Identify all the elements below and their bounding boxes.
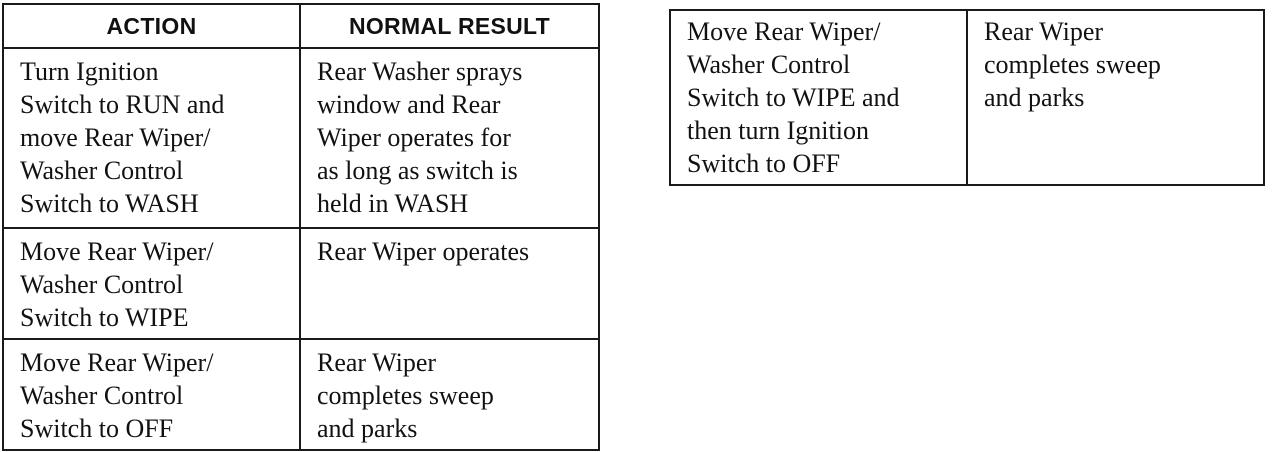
action-cell: Turn Ignition Switch to RUN and move Rea… bbox=[2, 47, 301, 229]
result-cell: Rear Washer sprays window and Rear Wiper… bbox=[299, 47, 600, 229]
action-text: Move Rear Wiper/ Washer Control Switch t… bbox=[20, 348, 214, 443]
result-cell: Rear Wiper completes sweep and parks bbox=[966, 9, 1265, 186]
result-text: Rear Wiper completes sweep and parks bbox=[317, 348, 494, 443]
action-column-header: ACTION bbox=[2, 3, 301, 49]
action-text: Move Rear Wiper/ Washer Control Switch t… bbox=[20, 237, 214, 332]
result-text: Rear Wiper operates bbox=[317, 237, 530, 266]
result-text: Rear Wiper completes sweep and parks bbox=[984, 17, 1161, 112]
action-text: Turn Ignition Switch to RUN and move Rea… bbox=[20, 57, 225, 218]
table-row: Move Rear Wiper/ Washer Control Switch t… bbox=[2, 227, 600, 340]
result-cell: Rear Wiper completes sweep and parks bbox=[299, 338, 600, 451]
table-header-row: ACTION NORMAL RESULT bbox=[2, 3, 600, 49]
action-cell: Move Rear Wiper/ Washer Control Switch t… bbox=[2, 227, 301, 340]
table-row: Turn Ignition Switch to RUN and move Rea… bbox=[2, 47, 600, 229]
action-text: Move Rear Wiper/ Washer Control Switch t… bbox=[687, 17, 900, 178]
action-result-table-continued: Move Rear Wiper/ Washer Control Switch t… bbox=[669, 9, 1265, 186]
table-row: Move Rear Wiper/ Washer Control Switch t… bbox=[2, 338, 600, 451]
action-result-table: ACTION NORMAL RESULT Turn Ignition Switc… bbox=[2, 3, 600, 451]
action-cell: Move Rear Wiper/ Washer Control Switch t… bbox=[669, 9, 968, 186]
normal-result-column-header: NORMAL RESULT bbox=[299, 3, 600, 49]
result-text: Rear Washer sprays window and Rear Wiper… bbox=[317, 57, 523, 218]
action-cell: Move Rear Wiper/ Washer Control Switch t… bbox=[2, 338, 301, 451]
table-row: Move Rear Wiper/ Washer Control Switch t… bbox=[669, 9, 1265, 186]
result-cell: Rear Wiper operates bbox=[299, 227, 600, 340]
